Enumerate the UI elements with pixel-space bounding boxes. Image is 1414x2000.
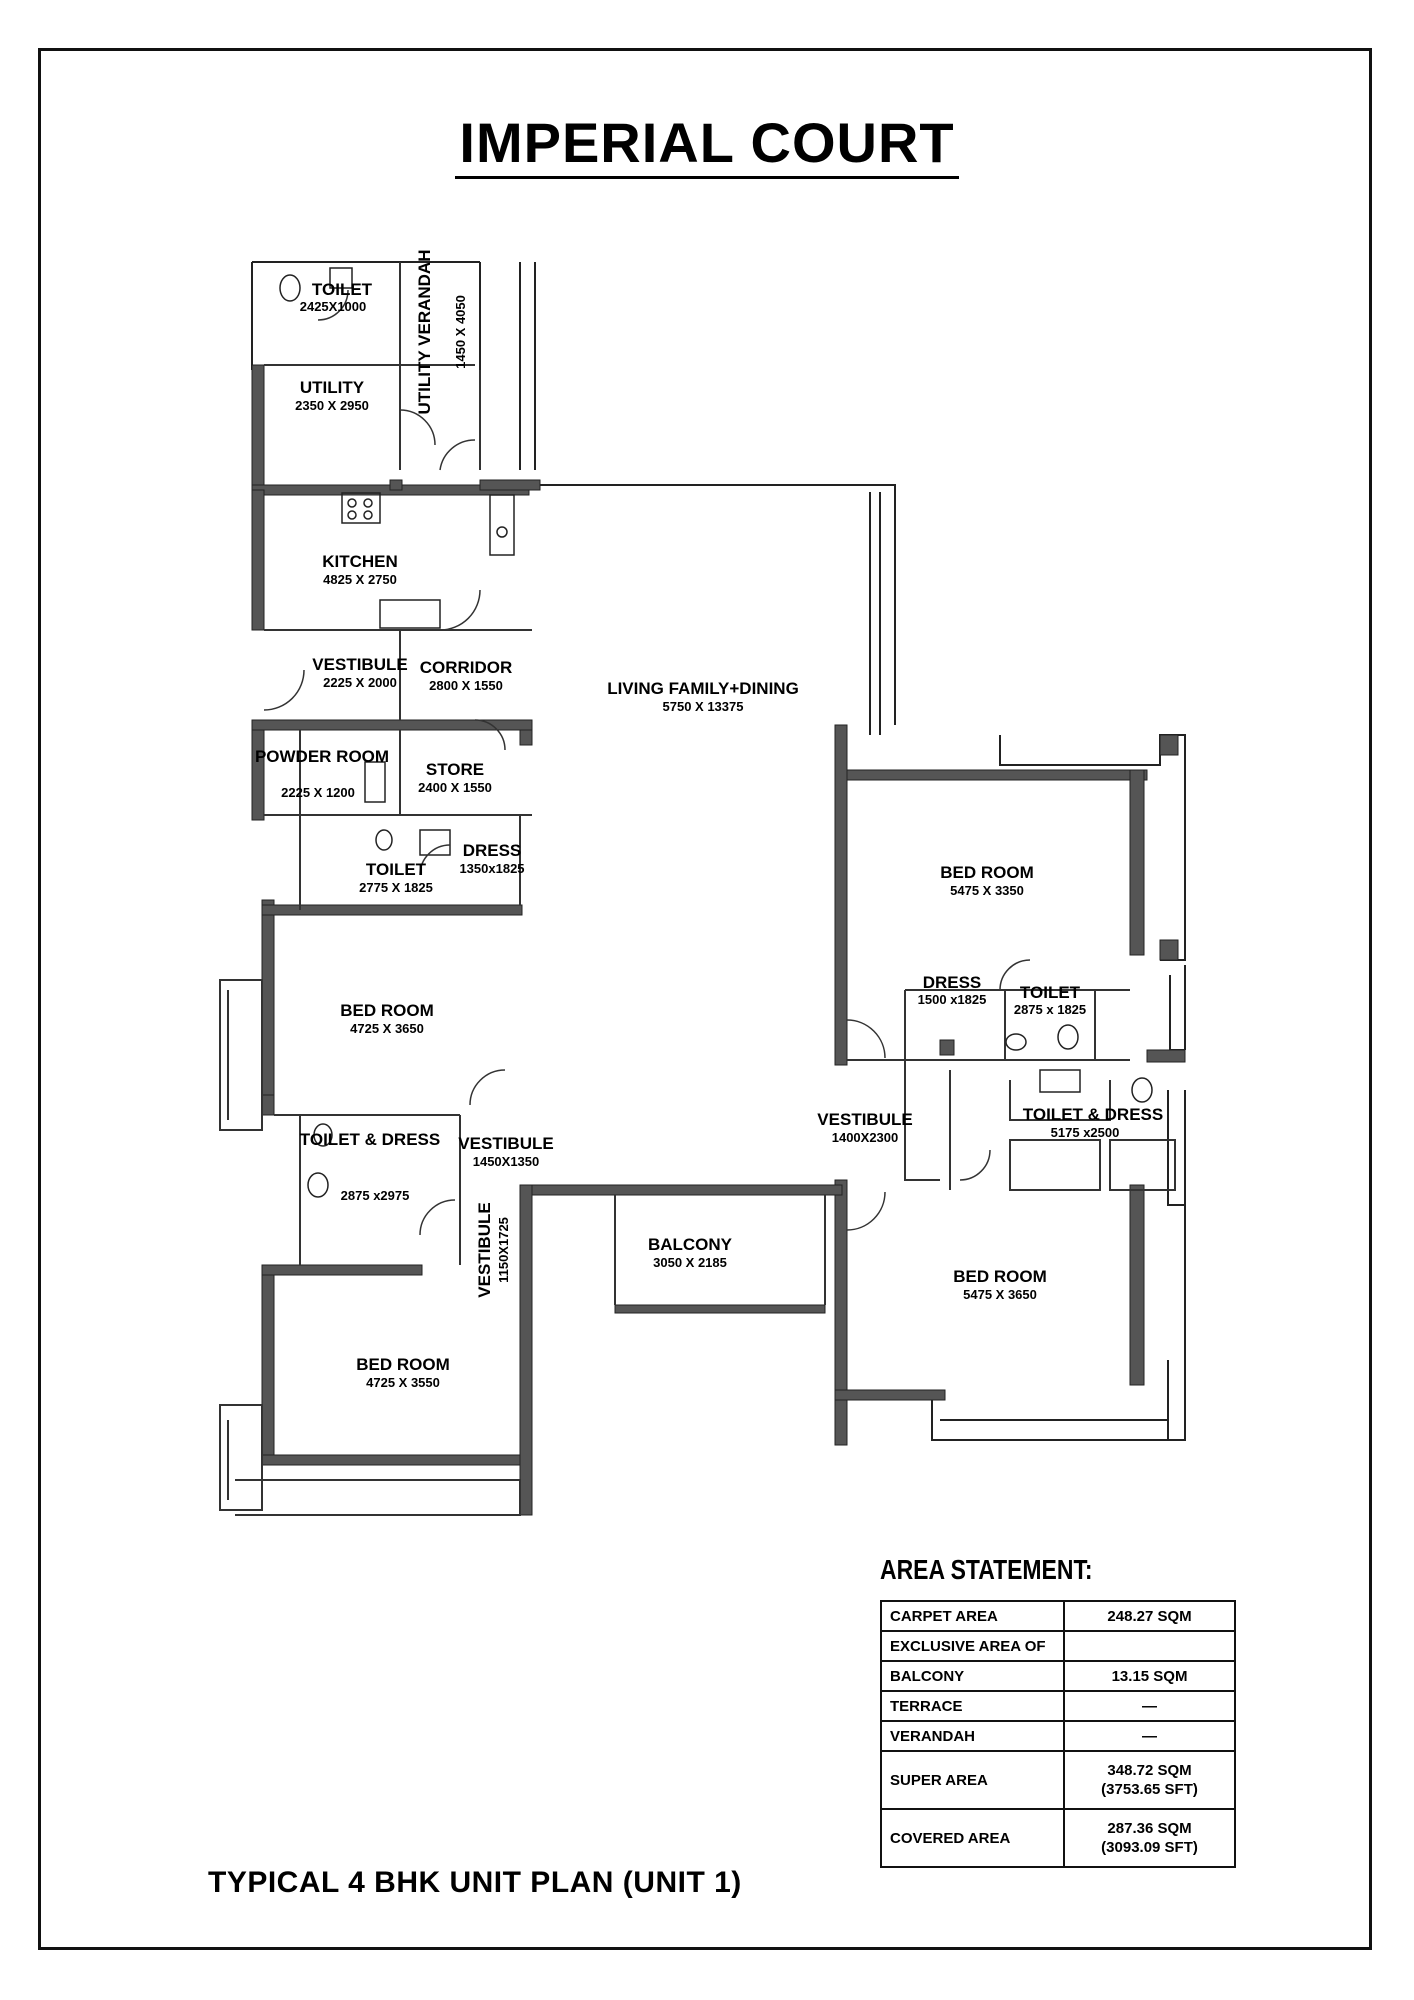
toilet-left-dim: 2775 X 1825	[359, 880, 433, 895]
vestibule-2-label: VESTIBULE	[458, 1134, 553, 1153]
dress-right-label: DRESS	[923, 973, 982, 992]
area-value: —	[1063, 1690, 1236, 1722]
vestibule-4-dim: 1400X2300	[832, 1130, 899, 1145]
project-title: IMPERIAL COURT	[455, 111, 959, 179]
corridor-dim: 2800 X 1550	[429, 678, 503, 693]
area-value-sft: (3753.65 SFT)	[1101, 1781, 1198, 1798]
area-label: VERANDAH	[879, 1720, 1066, 1752]
vestibule-2-dim: 1450X1350	[473, 1154, 540, 1169]
area-value: 287.36 SQM	[1107, 1820, 1192, 1837]
vestibule-4-label: VESTIBULE	[817, 1110, 912, 1129]
balcony-label: BALCONY	[648, 1235, 733, 1254]
area-value: —	[1063, 1720, 1236, 1752]
bedroom-left-1-label: BED ROOM	[340, 1001, 434, 1020]
bedroom-left-2-dim: 4725 X 3550	[366, 1375, 440, 1390]
toilet-top-dim: 2425X1000	[300, 299, 367, 314]
utility-dim: 2350 X 2950	[295, 398, 369, 413]
area-label: SUPER AREA	[879, 1750, 1066, 1810]
store-label: STORE	[426, 760, 484, 779]
utility-verandah-label: UTILITY VERANDAH	[415, 250, 434, 415]
kitchen-label: KITCHEN	[322, 552, 398, 571]
dress-left-label: DRESS	[463, 841, 522, 860]
table-row: EXCLUSIVE AREA OF	[879, 1630, 1236, 1662]
toilet-right-dim: 2875 x 1825	[1014, 1002, 1086, 1017]
area-value: 348.72 SQM	[1107, 1762, 1192, 1779]
toilet-dress-left-label: TOILET & DRESS	[300, 1130, 440, 1149]
area-value: 13.15 SQM	[1063, 1660, 1236, 1692]
table-row: COVERED AREA 287.36 SQM (3093.09 SFT)	[879, 1808, 1236, 1868]
vestibule-3-label: VESTIBULE	[475, 1202, 494, 1297]
corridor-label: CORRIDOR	[420, 658, 513, 677]
toilet-top-label: TOILET	[312, 280, 373, 299]
balcony-dim: 3050 X 2185	[653, 1255, 727, 1270]
area-value-cell: 287.36 SQM (3093.09 SFT)	[1063, 1808, 1236, 1868]
living-dim: 5750 X 13375	[663, 699, 744, 714]
table-row: SUPER AREA 348.72 SQM (3753.65 SFT)	[879, 1750, 1236, 1810]
area-value: 248.27 SQM	[1063, 1600, 1236, 1632]
utility-label: UTILITY	[300, 378, 365, 397]
area-value	[1063, 1630, 1236, 1662]
utility-verandah-dim: 1450 X 4050	[453, 295, 468, 369]
bedroom-right-1-label: BED ROOM	[940, 863, 1034, 882]
dress-left-dim: 1350x1825	[459, 861, 524, 876]
powder-room-label: POWDER ROOM	[255, 747, 389, 766]
page-title: IMPERIAL COURT	[0, 110, 1414, 179]
area-value-cell: 348.72 SQM (3753.65 SFT)	[1063, 1750, 1236, 1810]
dress-right-dim: 1500 x1825	[918, 992, 987, 1007]
bedroom-left-1-dim: 4725 X 3650	[350, 1021, 424, 1036]
table-row: VERANDAH —	[879, 1720, 1236, 1752]
powder-room-dim: 2225 X 1200	[281, 785, 355, 800]
area-label: CARPET AREA	[879, 1600, 1066, 1632]
vestibule-1-label: VESTIBULE	[312, 655, 407, 674]
store-dim: 2400 X 1550	[418, 780, 492, 795]
area-label: COVERED AREA	[879, 1808, 1066, 1868]
bedroom-left-2-label: BED ROOM	[356, 1355, 450, 1374]
toilet-right-label: TOILET	[1020, 983, 1081, 1002]
bedroom-right-2-dim: 5475 X 3650	[963, 1287, 1037, 1302]
kitchen-dim: 4825 X 2750	[323, 572, 397, 587]
area-statement-table: CARPET AREA 248.27 SQM EXCLUSIVE AREA OF…	[879, 1600, 1236, 1868]
living-label: LIVING FAMILY+DINING	[607, 679, 799, 698]
table-row: BALCONY 13.15 SQM	[879, 1660, 1236, 1692]
vestibule-1-dim: 2225 X 2000	[323, 675, 397, 690]
toilet-dress-right-dim: 5175 x2500	[1051, 1125, 1120, 1140]
plan-subtitle: TYPICAL 4 BHK UNIT PLAN (UNIT 1)	[208, 1866, 742, 1899]
bedroom-right-2-label: BED ROOM	[953, 1267, 1047, 1286]
bedroom-right-1-dim: 5475 X 3350	[950, 883, 1024, 898]
area-label: TERRACE	[879, 1690, 1066, 1722]
table-row: CARPET AREA 248.27 SQM	[879, 1600, 1236, 1632]
drawing-border	[38, 48, 1372, 1950]
toilet-left-label: TOILET	[366, 860, 427, 879]
area-label: EXCLUSIVE AREA OF	[879, 1630, 1066, 1662]
table-row: TERRACE —	[879, 1690, 1236, 1722]
area-statement-heading: AREA STATEMENT:	[880, 1554, 1093, 1585]
area-value-sft: (3093.09 SFT)	[1101, 1839, 1198, 1856]
vestibule-3-dim: 1150X1725	[496, 1217, 511, 1283]
toilet-dress-left-dim: 2875 x2975	[341, 1188, 410, 1203]
area-label: BALCONY	[879, 1660, 1066, 1692]
toilet-dress-right-label: TOILET & DRESS	[1023, 1105, 1163, 1124]
